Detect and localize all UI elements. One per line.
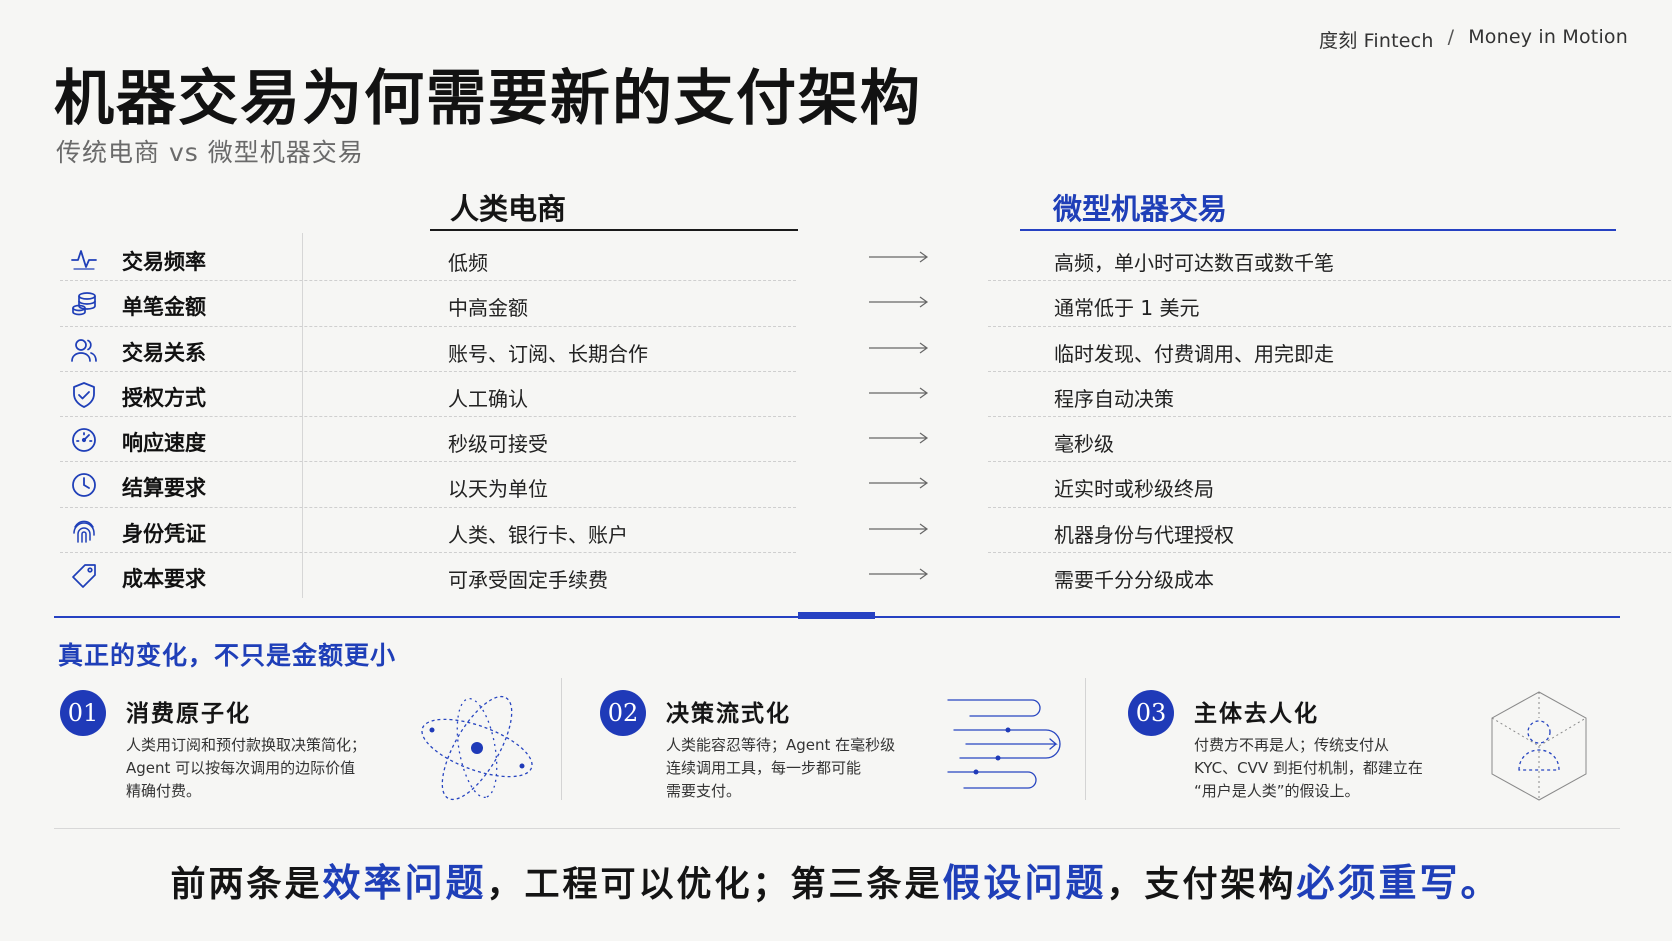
section-divider-accent [798,612,875,619]
conclusion-statement: 前两条是效率问题，工程可以优化；第三条是假设问题，支付架构必须重写。 [0,852,1672,907]
card-description-line: KYC、CVV 到拒付机制，都建立在 [1194,759,1423,777]
clock-icon [70,471,98,499]
card-number-badge: 03 [1128,690,1174,736]
table-row: 成本要求 可承受固定手续费 需要千分分级成本 [60,553,1620,598]
brand-company: 度刻 Fintech [1319,30,1434,52]
card-description-line: 精确付费。 [126,782,202,800]
section-title: 真正的变化，不只是金额更小 [58,641,397,670]
column-header-human: 人类电商 [450,192,567,226]
row-human-value: 以天为单位 [448,477,548,502]
arrow-right-icon [869,523,929,535]
table-row: 交易关系 账号、订阅、长期合作 临时发现、付费调用、用完即走 [60,327,1672,372]
label-column-divider [302,233,303,598]
column-rule-human [430,229,798,231]
row-label: 身份凭证 [122,520,206,546]
card-number-badge: 02 [600,690,646,736]
conclusion-highlight: 效率问题 [322,860,487,905]
arrow-right-icon [869,432,929,444]
conclusion-highlight: 必须重写 [1296,860,1461,905]
speedometer-icon [70,426,98,454]
arrow-right-icon [869,387,929,399]
table-row: 结算要求 以天为单位 近实时或秒级终局 [60,462,1672,508]
row-machine-value: 高频，单小时可达数百或数千笔 [1054,251,1334,275]
column-header-machine: 微型机器交易 [1053,192,1228,226]
card-description: 人类能容忍等待；Agent 在毫秒级 连续调用工具，每一步都可能 需要支付。 [666,734,936,803]
users-icon [70,336,98,364]
arrow-right-icon [869,477,929,489]
row-human-value: 人类、银行卡、账户 [448,522,628,547]
arrow-right-icon [869,251,929,263]
card-description: 人类用订阅和预付款换取决策简化； Agent 可以按每次调用的边际价值 精确付费… [126,734,396,803]
footer-divider [54,828,1620,829]
row-label: 单笔金额 [122,294,206,320]
card-description-line: 连续调用工具，每一步都可能 [666,759,862,777]
page-subtitle: 传统电商 vs 微型机器交易 [56,138,364,167]
table-row: 单笔金额 中高金额 通常低于 1 美元 [60,281,1672,327]
card-separator [1085,678,1086,800]
card-description: 付费方不再是人；传统支付从 KYC、CVV 到拒付机制，都建立在 “用户是人类”… [1194,734,1464,803]
row-label: 响应速度 [122,430,206,456]
fingerprint-icon [70,517,98,545]
conclusion-text: ，工程可以优化；第三条是 [486,864,943,905]
row-human-value: 中高金额 [448,296,528,321]
brand-tagline: Money in Motion [1468,26,1628,48]
row-machine-value: 程序自动决策 [1054,386,1174,411]
row-label: 成本要求 [122,566,206,592]
card-title: 决策流式化 [666,700,791,727]
row-machine-value: 毫秒级 [1054,432,1114,457]
row-human-value: 账号、订阅、长期合作 [448,341,648,366]
card-separator [561,678,562,800]
price-tag-icon [70,562,98,590]
insight-card: 01 消费原子化 人类用订阅和预付款换取决策简化； Agent 可以按每次调用的… [60,690,580,803]
card-description-line: Agent 可以按每次调用的边际价值 [126,759,356,777]
brand-separator: / [1447,26,1455,48]
comparison-table: 交易频率 低频 高频，单小时可达数百或数千笔 单笔金额 中高金额 通常低于 1 … [60,236,1672,598]
atom-icon [421,695,533,801]
card-description-line: 付费方不再是人；传统支付从 [1194,736,1390,754]
card-description-line: 需要支付。 [666,782,742,800]
table-row: 响应速度 秒级可接受 毫秒级 [60,417,1672,463]
person-cube-icon [1491,691,1587,801]
row-machine-value: 近实时或秒级终局 [1054,477,1214,502]
row-human-value: 人工确认 [448,386,528,411]
row-human-value: 秒级可接受 [448,432,548,457]
card-title: 主体去人化 [1194,700,1319,727]
card-description-line: “用户是人类”的假设上。 [1194,782,1360,800]
row-human-value: 低频 [448,251,488,275]
row-human-value: 可承受固定手续费 [448,568,608,593]
conclusion-text: 前两条是 [170,864,323,905]
arrow-right-icon [869,568,929,580]
row-machine-value: 临时发现、付费调用、用完即走 [1054,341,1334,366]
page-title: 机器交易为何需要新的支付架构 [54,64,922,134]
coins-icon [70,290,98,318]
brand-header: 度刻 Fintech / Money in Motion [1319,26,1628,53]
card-title: 消费原子化 [126,700,251,727]
flow-lines-icon [947,699,1061,789]
row-machine-value: 通常低于 1 美元 [1054,296,1200,321]
table-row: 授权方式 人工确认 程序自动决策 [60,372,1672,418]
card-description-line: 人类用订阅和预付款换取决策简化； [126,736,367,754]
conclusion-text: ，支付架构 [1106,864,1297,905]
row-label: 交易频率 [122,249,206,274]
row-label: 授权方式 [122,384,206,410]
row-machine-value: 需要千分分级成本 [1054,568,1214,593]
column-rule-machine [1020,229,1616,231]
card-number-badge: 01 [60,690,106,736]
shield-check-icon [70,381,98,409]
table-row: 身份凭证 人类、银行卡、账户 机器身份与代理授权 [60,508,1672,554]
pulse-icon [70,245,98,273]
arrow-right-icon [869,342,929,354]
row-label: 交易关系 [122,339,206,365]
row-machine-value: 机器身份与代理授权 [1054,522,1234,547]
card-description-line: 人类能容忍等待；Agent 在毫秒级 [666,736,896,754]
conclusion-text: 。 [1460,860,1502,905]
table-row: 交易频率 低频 高频，单小时可达数百或数千笔 [60,236,1672,282]
insight-card: 03 主体去人化 付费方不再是人；传统支付从 KYC、CVV 到拒付机制，都建立… [1128,690,1648,803]
insight-card: 02 决策流式化 人类能容忍等待；Agent 在毫秒级 连续调用工具，每一步都可… [600,690,1120,800]
row-label: 结算要求 [122,475,206,501]
arrow-right-icon [869,296,929,308]
conclusion-highlight: 假设问题 [942,860,1107,905]
